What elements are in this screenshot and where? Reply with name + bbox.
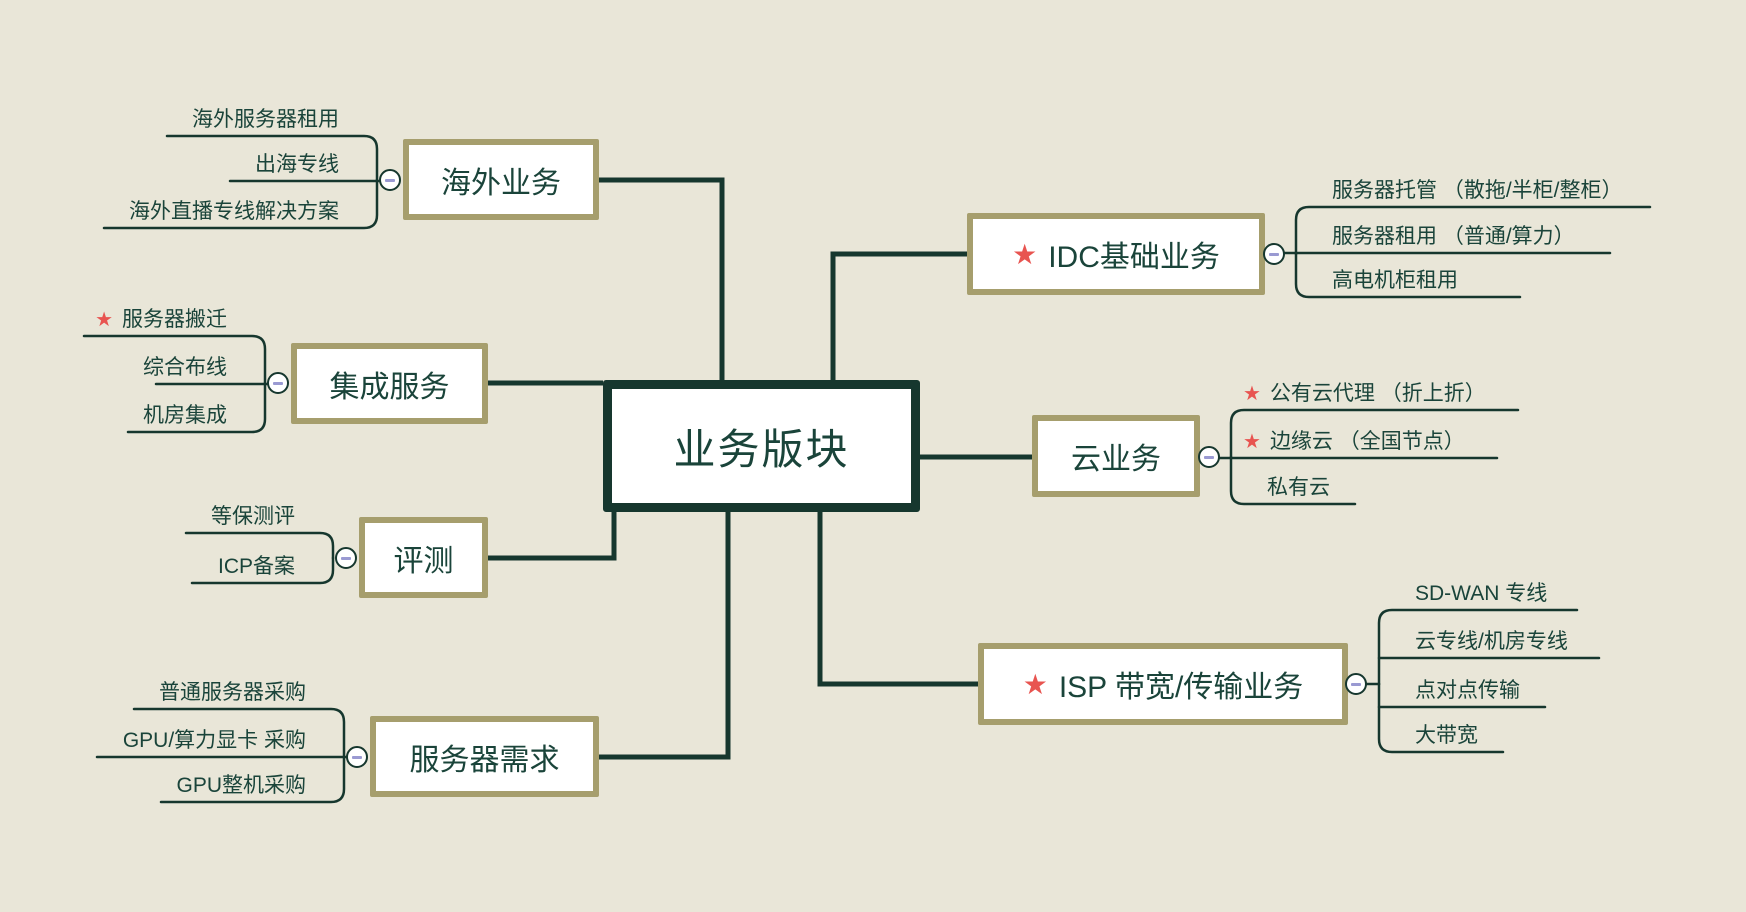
main-connectors (488, 177, 1032, 760)
child-topic[interactable]: 海外服务器租用 (192, 107, 339, 133)
child-topic[interactable]: 海外直播专线解决方案 (129, 199, 339, 225)
minus-icon (1269, 252, 1279, 256)
child-label: 服务器托管 （散拖/半柜/整柜） (1332, 179, 1623, 202)
branch-node-evaluation[interactable]: 评测 (359, 517, 488, 598)
child-topic[interactable]: ★ 边缘云 （全国节点） (1243, 429, 1465, 455)
minus-icon (352, 755, 362, 759)
child-topic[interactable]: ICP备案 (218, 554, 295, 580)
minus-icon (1351, 682, 1361, 686)
child-topic[interactable]: 点对点传输 (1415, 678, 1520, 704)
child-topic[interactable]: GPU整机采购 (176, 773, 306, 799)
child-label: 服务器搬迁 (122, 308, 227, 331)
star-icon: ★ (1012, 238, 1038, 270)
child-topic[interactable]: 私有云 (1267, 475, 1330, 501)
branch-label: 海外业务 (441, 166, 561, 200)
star-icon: ★ (1243, 383, 1261, 405)
child-topic[interactable]: 云专线/机房专线 (1415, 629, 1568, 655)
child-topic[interactable]: ★ 公有云代理 （折上折） (1243, 381, 1486, 407)
child-topic[interactable]: 机房集成 (143, 403, 227, 429)
branch-label: 集成服务 (329, 370, 450, 404)
branch-label: ISP 带宽/传输业务 (1058, 671, 1304, 704)
child-topic[interactable]: 综合布线 (143, 355, 227, 381)
child-label: SD-WAN 专线 (1415, 582, 1548, 605)
child-label: 海外服务器租用 (192, 108, 339, 131)
child-label: 综合布线 (143, 356, 227, 379)
branch-node-idc[interactable]: ★ IDC基础业务 (967, 213, 1265, 295)
child-label: 海外直播专线解决方案 (129, 200, 339, 223)
minus-icon (273, 381, 283, 385)
star-icon: ★ (95, 309, 113, 331)
child-label: 高电机柜租用 (1332, 269, 1458, 292)
collapse-toggle[interactable] (1263, 243, 1285, 265)
child-label: 云专线/机房专线 (1415, 630, 1568, 653)
child-label: GPU整机采购 (176, 774, 306, 797)
branch-label: 云业务 (1071, 443, 1161, 476)
collapse-toggle[interactable] (379, 169, 401, 191)
collapse-toggle[interactable] (1345, 673, 1367, 695)
child-topic[interactable]: 高电机柜租用 (1332, 268, 1458, 294)
star-icon: ★ (1022, 668, 1048, 700)
collapse-toggle[interactable] (335, 547, 357, 569)
root-node-label: 业务版块 (673, 425, 850, 473)
child-label: 机房集成 (143, 404, 227, 427)
branch-label: 评测 (393, 544, 454, 578)
child-label: 出海专线 (255, 153, 339, 176)
minus-icon (341, 556, 351, 560)
child-topic[interactable]: 服务器托管 （散拖/半柜/整柜） (1332, 178, 1623, 204)
child-label: 服务器租用 （普通/算力） (1332, 225, 1575, 248)
child-label: 边缘云 （全国节点） (1269, 430, 1465, 453)
child-connectors (82, 134, 1652, 804)
child-label: 等保测评 (211, 505, 295, 528)
child-topic[interactable]: ★ 服务器搬迁 (95, 307, 227, 333)
root-node[interactable]: 业务版块 (603, 380, 920, 512)
child-label: 点对点传输 (1415, 679, 1520, 702)
child-label: 大带宽 (1415, 724, 1478, 747)
child-topic[interactable]: 大带宽 (1415, 723, 1478, 749)
child-label: 私有云 (1267, 476, 1330, 499)
child-topic[interactable]: 普通服务器采购 (159, 680, 306, 706)
collapse-toggle[interactable] (1198, 446, 1220, 468)
minus-icon (1204, 455, 1214, 459)
branch-label: 服务器需求 (409, 743, 560, 777)
child-label: GPU/算力显卡 采购 (122, 729, 306, 752)
branch-label: IDC基础业务 (1048, 241, 1220, 274)
child-label: 公有云代理 （折上折） (1269, 382, 1486, 405)
branch-node-cloud[interactable]: 云业务 (1032, 415, 1200, 497)
child-label: 普通服务器采购 (159, 681, 306, 704)
branch-node-overseas[interactable]: 海外业务 (403, 139, 599, 220)
child-topic[interactable]: 等保测评 (211, 504, 295, 530)
child-label: ICP备案 (217, 555, 295, 578)
branch-node-server-demand[interactable]: 服务器需求 (370, 716, 599, 797)
child-topic[interactable]: GPU/算力显卡 采购 (123, 728, 306, 754)
branch-node-integration[interactable]: 集成服务 (291, 343, 488, 424)
child-topic[interactable]: 出海专线 (255, 152, 339, 178)
collapse-toggle[interactable] (267, 372, 289, 394)
child-topic[interactable]: SD-WAN 专线 (1415, 581, 1547, 607)
branch-node-isp[interactable]: ★ ISP 带宽/传输业务 (978, 643, 1348, 725)
star-icon: ★ (1243, 431, 1261, 453)
child-topic[interactable]: 服务器租用 （普通/算力） (1332, 224, 1575, 250)
minus-icon (385, 178, 395, 182)
collapse-toggle[interactable] (346, 746, 368, 768)
